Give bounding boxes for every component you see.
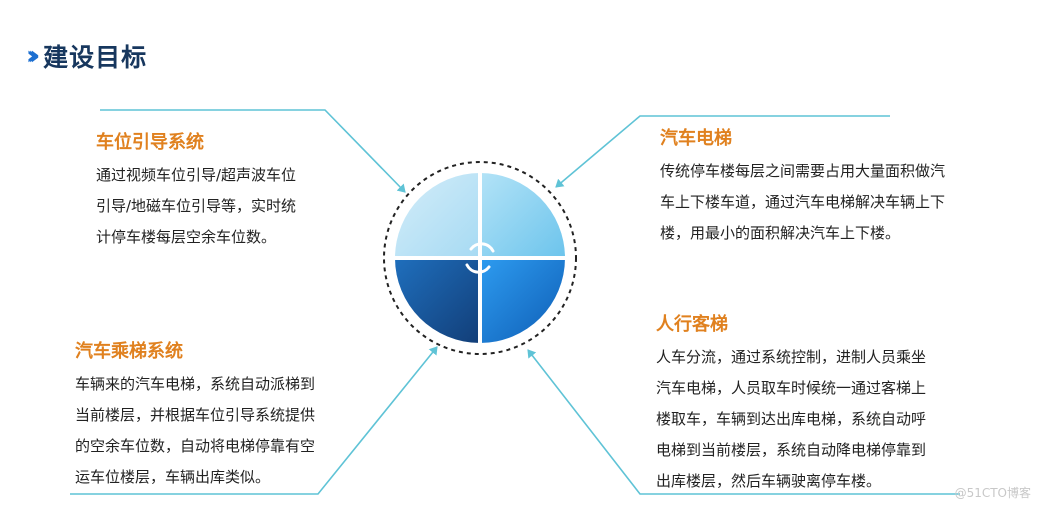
- watermark: @51CTO博客: [954, 486, 1031, 500]
- body-line: 通过视频车位引导/超声波车位: [96, 166, 297, 184]
- connector-top-right: [555, 115, 890, 188]
- block-title: 汽车乘梯系统: [75, 341, 183, 362]
- body-line: 出库楼层，然后车辆驶离停车楼。: [656, 472, 882, 490]
- quadrant-bottom-right: [480, 258, 565, 343]
- block-body: 人车分流，通过系统控制，进制人员乘坐 汽车电梯，人员取车时候统一通过客梯上 楼取…: [656, 342, 996, 497]
- quadrant-bottom-left: [395, 258, 480, 343]
- body-line: 传统停车楼每层之间需要占用大量面积做汽: [660, 162, 946, 180]
- section-title: 建设目标: [43, 43, 148, 72]
- block-car-ride-system: 汽车乘梯系统 车辆来的汽车电梯，系统自动派梯到 当前楼层，并根据车位引导系统提供…: [75, 337, 375, 493]
- body-line: 楼，用最小的面积解决汽车上下楼。: [660, 224, 901, 242]
- body-line: 人车分流，通过系统控制，进制人员乘坐: [656, 348, 927, 366]
- body-line: 电梯到当前楼层，系统自动降电梯停靠到: [656, 441, 927, 459]
- refresh-icon: [465, 242, 495, 274]
- body-line: 运车位楼层，车辆出库类似。: [75, 468, 271, 486]
- block-title: 人行客梯: [656, 314, 728, 335]
- connector-top-left: [100, 109, 406, 193]
- section-header: ››› 建设目标: [26, 38, 147, 74]
- block-parking-guidance: 车位引导系统 通过视频车位引导/超声波车位 引导/地磁车位引导等，实时统 计停车…: [96, 128, 386, 253]
- block-title: 汽车电梯: [660, 128, 732, 149]
- body-line: 车辆来的汽车电梯，系统自动派梯到: [75, 375, 316, 393]
- quadrant-top-right: [480, 173, 565, 258]
- quadrant-top-left: [395, 173, 480, 258]
- block-body: 车辆来的汽车电梯，系统自动派梯到 当前楼层，并根据车位引导系统提供 的空余车位数…: [75, 369, 375, 493]
- body-line: 汽车电梯，人员取车时候统一通过客梯上: [656, 379, 927, 397]
- body-line: 的空余车位数，自动将电梯停靠有空: [75, 437, 316, 455]
- block-title: 车位引导系统: [96, 132, 204, 153]
- body-line: 楼取车，车辆到达出库电梯，系统自动呼: [656, 410, 927, 428]
- connector-bottom-left: [70, 346, 438, 495]
- connector-bottom-right: [527, 349, 960, 495]
- body-line: 当前楼层，并根据车位引导系统提供: [75, 406, 316, 424]
- center-circle: [383, 161, 577, 355]
- block-body: 通过视频车位引导/超声波车位 引导/地磁车位引导等，实时统 计停车楼每层空余车位…: [96, 160, 386, 253]
- block-car-elevator: 汽车电梯 传统停车楼每层之间需要占用大量面积做汽 车上下楼车道，通过汽车电梯解决…: [660, 124, 1000, 249]
- block-body: 传统停车楼每层之间需要占用大量面积做汽 车上下楼车道，通过汽车电梯解决车辆上下 …: [660, 156, 1000, 249]
- body-line: 车上下楼车道，通过汽车电梯解决车辆上下: [660, 193, 946, 211]
- block-passenger-elevator: 人行客梯 人车分流，通过系统控制，进制人员乘坐 汽车电梯，人员取车时候统一通过客…: [656, 310, 996, 497]
- body-line: 引导/地磁车位引导等，实时统: [96, 197, 297, 215]
- body-line: 计停车楼每层空余车位数。: [96, 228, 277, 246]
